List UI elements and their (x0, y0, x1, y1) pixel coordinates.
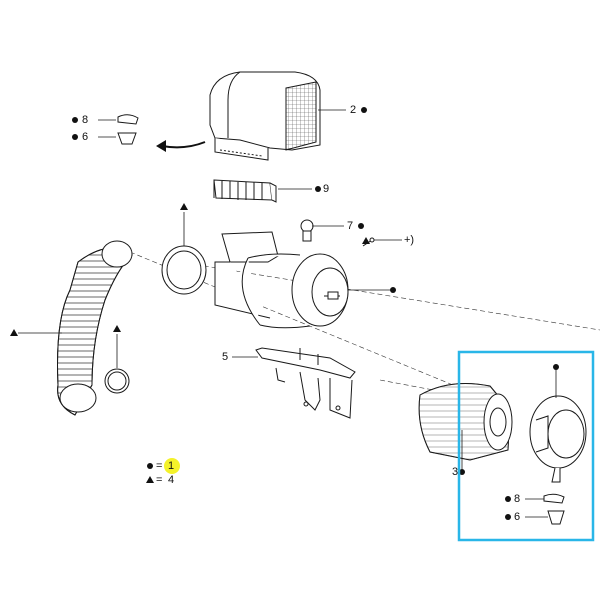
valve-icon-bottom (547, 510, 565, 525)
marker-circle (147, 463, 153, 469)
marker-triangle (113, 325, 121, 332)
intake-hose-part (57, 240, 133, 416)
marker-triangle (362, 237, 370, 244)
part-number-label: 8 (514, 493, 521, 505)
legend-highlight-marker (164, 458, 180, 474)
filter-housing-part (214, 231, 349, 329)
part-number-label: 6 (514, 511, 521, 523)
marker-circle (459, 469, 465, 475)
pre-cleaner-hood (209, 71, 321, 161)
legend-triangle-eq: = (156, 474, 163, 486)
filter-cover-part (529, 395, 587, 483)
marker-circle (553, 364, 559, 370)
part-number-label: 2 (350, 104, 357, 116)
marker-circle (390, 287, 396, 293)
marker-triangle (146, 476, 154, 483)
legend-circle-value: 1 (168, 460, 175, 472)
valve-icon-top (117, 132, 137, 145)
hose-clamp-large (161, 245, 207, 295)
triangle-markers (10, 203, 370, 483)
part-number-label: 3 (452, 466, 459, 478)
service-indicator-part (300, 219, 314, 242)
part-number-label: 9 (323, 183, 330, 195)
marker-circle (72, 134, 78, 140)
part-number-label: 5 (222, 351, 229, 363)
leader-lines (18, 109, 557, 518)
bracket-part (213, 179, 277, 203)
legend-circle-eq: = (156, 460, 163, 472)
marker-circle (361, 107, 367, 113)
mounting-bracket-part (255, 347, 356, 419)
marker-circle (358, 223, 364, 229)
marker-circle (72, 117, 78, 123)
rotation-arrow (161, 141, 206, 149)
clamp-icon-top (117, 114, 139, 125)
marker-circle (315, 186, 321, 192)
marker-circle (505, 496, 511, 502)
circle-markers (72, 107, 559, 520)
clamp-icon-bottom (543, 493, 565, 504)
legend-triangle-value: 4 (168, 474, 175, 486)
filter-element-part (418, 382, 513, 461)
marker-circle (505, 514, 511, 520)
rotation-arrowhead (156, 140, 166, 152)
marker-triangle (180, 203, 188, 210)
highlight-box (457, 350, 595, 542)
hose-clamp-small (104, 368, 130, 394)
part-number-label: 7 (347, 220, 354, 232)
part-number-label: 8 (82, 114, 89, 126)
part-number-label: +) (404, 234, 415, 246)
part-number-label: 6 (82, 131, 89, 143)
marker-triangle (10, 329, 18, 336)
